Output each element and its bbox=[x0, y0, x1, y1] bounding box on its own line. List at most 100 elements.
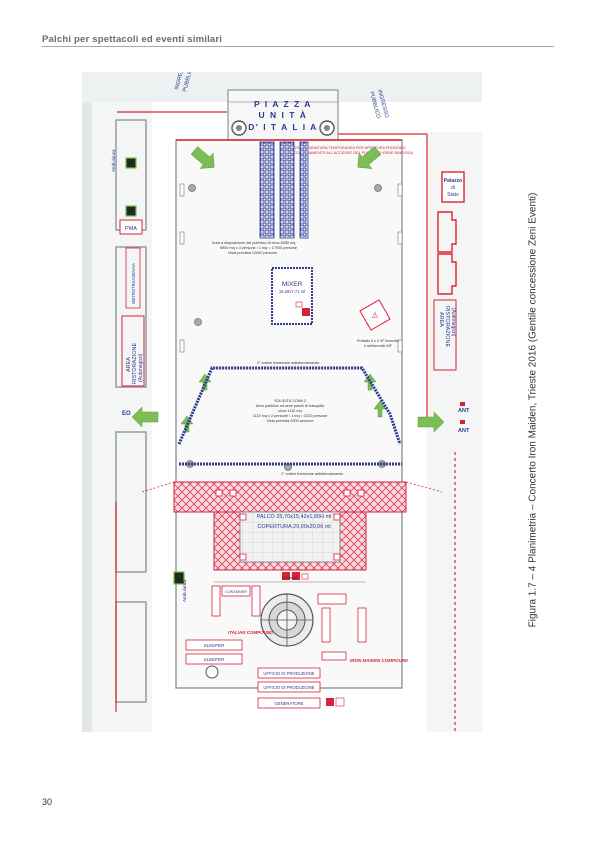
right-edge-label-2: ANT bbox=[458, 428, 470, 434]
generator-label: GENERATORE bbox=[275, 701, 304, 706]
mixer-label: MIXER bbox=[282, 281, 303, 288]
tower-icon bbox=[374, 184, 382, 192]
extinguisher-icon bbox=[302, 308, 310, 316]
capacity-upper-line3: Vista prevista 12000 persone bbox=[228, 251, 277, 255]
stage-deck bbox=[239, 511, 341, 563]
sleeper-box-2 bbox=[185, 653, 243, 665]
left-edge-strip bbox=[82, 102, 92, 732]
palazzo-label-line1: Palazzo bbox=[444, 178, 462, 184]
production-office-box-1 bbox=[257, 667, 321, 679]
exit-arrow-icon bbox=[417, 411, 445, 433]
transenna-note-line1: TRANSENNATURA TEMPORANEA PER APERTURA FR… bbox=[294, 146, 406, 150]
sleeper-label-2: SLEEPER bbox=[204, 657, 226, 662]
running-header: Palchi per spettacoli ed eventi similari bbox=[42, 34, 223, 45]
capacity-lower-line5: Vista prevista 2000 persone bbox=[267, 419, 314, 423]
primary-barrier-label: 1° ordine transenne antisfondamento bbox=[281, 472, 343, 476]
ambulance-marker-icon bbox=[125, 205, 137, 217]
exit-arrow-icon bbox=[373, 400, 387, 418]
metrotransenna-label: METROTRANSENNA bbox=[131, 263, 136, 304]
red-diagonal-left bbox=[141, 481, 175, 493]
capacity-lower-line3: circa 1110 mq bbox=[278, 409, 301, 413]
fire-station-icon: ⚠ bbox=[371, 311, 378, 320]
exit-arrow-icon bbox=[131, 406, 159, 428]
figure-caption: Figura 1.7 – 4 Planimetria – Concerto Ir… bbox=[519, 190, 547, 630]
right-red-buildings bbox=[437, 211, 457, 295]
ambulanza-bottom-label: Ambulanza bbox=[182, 579, 187, 602]
metrotransenna-box bbox=[125, 247, 141, 309]
page-number: 30 bbox=[42, 797, 53, 807]
wall-pillars bbox=[179, 183, 403, 353]
mixer-red-marker bbox=[295, 301, 303, 308]
italian-compound-label: ITALIAN COMPOUND bbox=[228, 630, 274, 635]
red-marker bbox=[460, 420, 465, 424]
palazzo-label-line2: di bbox=[451, 185, 455, 191]
capacity-upper-line2: 6950 mq x 3 persone / 1 mq = 17000 perso… bbox=[220, 246, 297, 250]
area-ristoro-right-line2: RISTORAZIONE bbox=[444, 306, 450, 347]
red-marker bbox=[460, 402, 465, 406]
production-office-label-1: UFFICIO DI PRODUZIONE bbox=[263, 671, 314, 676]
site-plan-svg: P I A Z Z A U N I T À D' I T A L I A ING… bbox=[82, 72, 482, 732]
tower-icon bbox=[188, 184, 196, 192]
barrier-column-1 bbox=[259, 141, 275, 239]
figure-caption-text: Figura 1.7 – 4 Planimetria – Concerto Ir… bbox=[527, 192, 539, 628]
contenitori-label: Container bbox=[282, 576, 298, 580]
palazzo-box bbox=[441, 171, 465, 203]
manhole-icon bbox=[205, 665, 219, 679]
palazzo-label-line3: Stato bbox=[447, 192, 459, 198]
mixer-size: 15,28x7,71 ml bbox=[279, 289, 305, 294]
area-ristoro-left-line3: (Autonegozi) bbox=[138, 353, 144, 382]
ambulance-marker-icon bbox=[173, 571, 185, 585]
site-plan-figure: P I A Z Z A U N I T À D' I T A L I A ING… bbox=[82, 72, 482, 732]
container-box-vertical bbox=[321, 607, 331, 643]
extinguisher-icon bbox=[326, 698, 334, 706]
capacity-lower-line4: 1110 mq x 2 persone / 1 mq = 2220 person… bbox=[253, 414, 327, 418]
backstage-red-marker bbox=[301, 573, 309, 580]
container-box bbox=[317, 593, 347, 605]
copertura-label: COPERTURA 29,00x20,06 ml bbox=[257, 524, 330, 530]
container-label: CONTAINER bbox=[225, 590, 247, 594]
extintore-note-line1: Presidio 6 x 2 VF incendio bbox=[357, 339, 399, 343]
barrier-column-3 bbox=[299, 141, 309, 239]
right-street bbox=[427, 132, 482, 732]
generator-box bbox=[257, 697, 321, 709]
pma-label: PMA bbox=[125, 226, 137, 232]
capacity-upper-line1: Area a disposizione del pubblico di circ… bbox=[212, 241, 295, 245]
red-perimeter bbox=[115, 111, 456, 732]
stage-markers bbox=[215, 489, 365, 561]
sleeper-label-1: SLEEPER bbox=[204, 643, 226, 648]
exit-arrow-icon bbox=[190, 146, 215, 169]
square-name-line3: D' I T A L I A bbox=[248, 122, 318, 132]
exit-arrow-icon bbox=[357, 146, 382, 169]
iron-maiden-compound-label: IRON MAIDEN COMPOUND bbox=[350, 658, 409, 663]
container-box-vertical bbox=[251, 585, 261, 617]
generator-red-marker bbox=[335, 697, 345, 707]
stage-front-hatch bbox=[173, 481, 407, 513]
square-name-line1: P I A Z Z A bbox=[254, 99, 312, 109]
secondary-barrier-line bbox=[177, 366, 402, 445]
extintore-note-line2: e antincendio WF bbox=[364, 344, 393, 348]
area-ristoro-right-line3: (Autonegozi) bbox=[450, 308, 456, 337]
production-office-box-2 bbox=[257, 681, 321, 693]
extinguisher-icon bbox=[282, 572, 290, 580]
sleeper-box-1 bbox=[185, 639, 243, 651]
container-box bbox=[321, 651, 347, 661]
area-ristoro-left-line1: AREA bbox=[126, 357, 132, 372]
extinguisher-icon bbox=[292, 572, 300, 580]
container-box bbox=[221, 585, 251, 597]
container-box-vertical bbox=[357, 607, 367, 643]
green-exit-arrows bbox=[131, 146, 445, 433]
left-edge-label: EO bbox=[122, 411, 131, 417]
tower-icon bbox=[194, 318, 202, 326]
barrier-column-2 bbox=[279, 141, 295, 239]
right-edge-label: ANT bbox=[458, 408, 470, 414]
pma-box bbox=[119, 219, 143, 235]
piazza-frame bbox=[227, 89, 339, 141]
fire-station-box bbox=[359, 299, 391, 331]
palco-label: PALCO 25,70x15,42x1,80H ml bbox=[257, 514, 332, 520]
transenna-note-line2: (SUCCESSIVAMENTE ALL'ACCESSO DEL PUBBLIC… bbox=[287, 151, 414, 155]
production-office-label-2: UFFICIO DI PRODUZIONE bbox=[263, 685, 314, 690]
area-ristoro-right-box bbox=[433, 299, 457, 371]
area-ristoro-right-line1: AREA bbox=[438, 312, 444, 327]
secondary-barrier-label: 2° ordine transenne antisfondamento bbox=[257, 361, 319, 365]
capacity-lower-line2: Area pubblico ed aree palchi di tranquil… bbox=[256, 404, 325, 408]
